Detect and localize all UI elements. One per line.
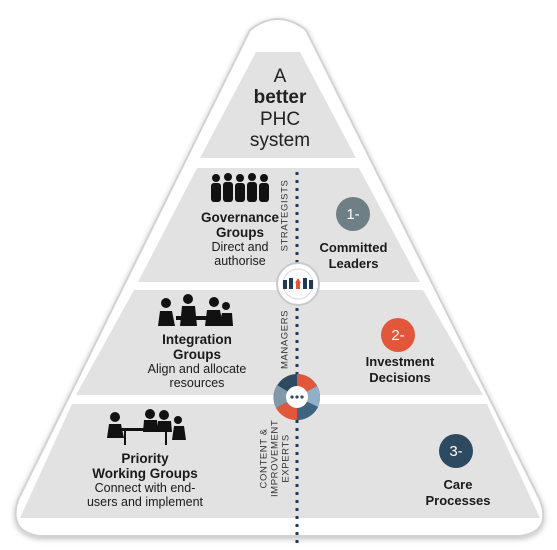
tier-apex-band — [200, 52, 356, 158]
tier-3-band — [20, 404, 540, 518]
data-wheel-icon — [273, 374, 321, 421]
outcome-line: Processes — [425, 492, 491, 508]
group-description: Direct and — [211, 240, 269, 255]
outcome-care-processes: Care Processes — [408, 477, 508, 508]
people-silhouettes-icon — [211, 173, 269, 202]
group-description: authorise — [214, 254, 266, 269]
outcome-line: Investment — [365, 354, 435, 369]
step-badge-3: 3- — [439, 434, 473, 468]
apex-line-4: system — [249, 129, 311, 151]
role-line: EXPERTS — [280, 434, 292, 483]
group-title: Working Groups — [92, 466, 198, 482]
outcome-line: Decisions — [369, 369, 431, 385]
step-badge-1: 1- — [336, 197, 370, 231]
desk-meeting-silhouettes-icon — [107, 409, 186, 445]
role-label-managers: MANAGERS — [279, 309, 291, 370]
outcome-line: Committed — [319, 240, 388, 255]
integration-hub-icon — [276, 262, 320, 306]
group-title: Groups — [172, 347, 221, 363]
integration-group-text: Integration Groups Align and allocate re… — [132, 332, 262, 390]
outcome-line: Care — [443, 477, 473, 492]
group-description: resources — [169, 376, 225, 391]
meeting-silhouettes-icon — [158, 294, 233, 326]
group-title: Integration — [162, 332, 232, 347]
group-description: Align and allocate — [147, 362, 247, 377]
apex-line-2: better — [253, 87, 307, 109]
outcome-committed-leaders: Committed Leaders — [306, 240, 401, 271]
priority-group-text: Priority Working Groups Connect with end… — [80, 451, 210, 509]
group-description: users and implement — [86, 495, 204, 510]
outcome-line: Leaders — [328, 255, 379, 271]
governance-group-text: Governance Groups Direct and authorise — [180, 210, 300, 268]
tier-1-band — [138, 168, 420, 282]
group-title: Priority — [121, 451, 169, 466]
apex-line-1: A — [273, 66, 287, 87]
role-label-content-improvement-experts: CONTENT & IMPROVEMENT EXPERTS — [259, 403, 293, 513]
group-title: Governance — [200, 210, 280, 225]
apex-line-3: PHC — [259, 108, 301, 130]
role-label-strategists: STRATEGISTS — [279, 179, 291, 252]
apex-title: A better PHC system — [240, 66, 320, 151]
group-description: Connect with end- — [94, 481, 196, 496]
step-badge-2: 2- — [381, 318, 415, 352]
group-title: Groups — [215, 225, 264, 241]
outcome-investment-decisions: Investment Decisions — [350, 354, 450, 385]
